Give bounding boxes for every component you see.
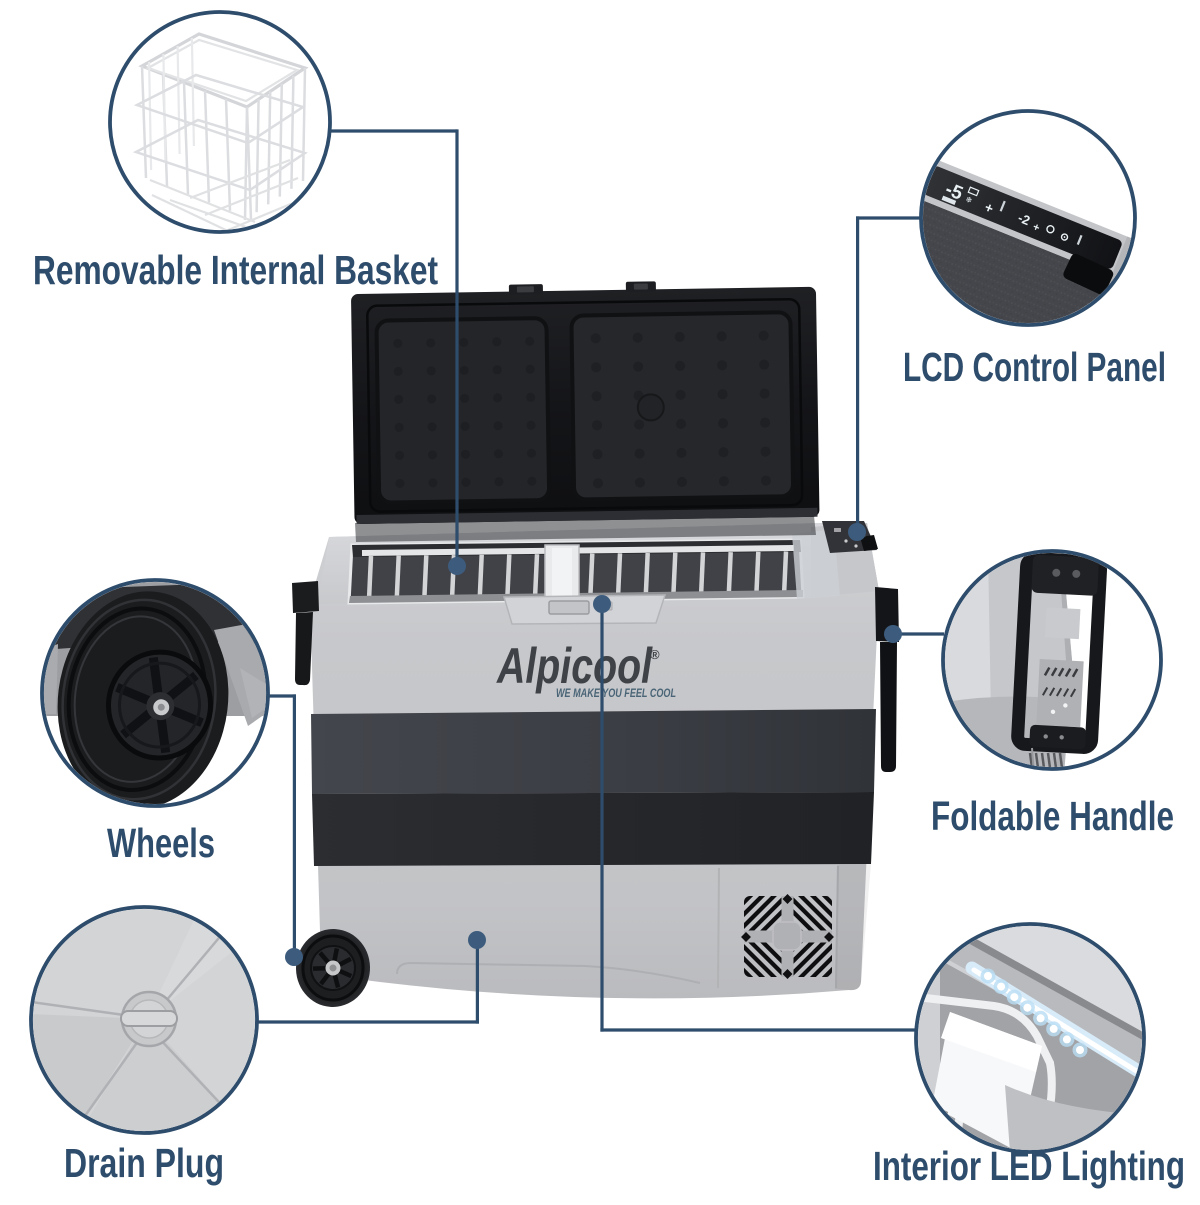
svg-text:Alpicool: Alpicool — [495, 638, 652, 694]
svg-text:®: ® — [650, 647, 660, 662]
svg-text:Drain Plug: Drain Plug — [64, 1140, 224, 1186]
svg-text:+: + — [1031, 221, 1041, 235]
svg-text:LCD Control Panel: LCD Control Panel — [903, 344, 1166, 390]
svg-text:WE MAKE YOU FEEL COOL: WE MAKE YOU FEEL COOL — [556, 688, 676, 700]
svg-text:-2: -2 — [1016, 210, 1032, 228]
svg-text:Foldable Handle: Foldable Handle — [931, 793, 1174, 839]
svg-text:Interior LED Lighting: Interior LED Lighting — [873, 1143, 1185, 1189]
svg-text:❄: ❄ — [964, 195, 974, 206]
svg-text:Wheels: Wheels — [107, 820, 215, 866]
svg-text:Removable Internal Basket: Removable Internal Basket — [33, 247, 438, 293]
